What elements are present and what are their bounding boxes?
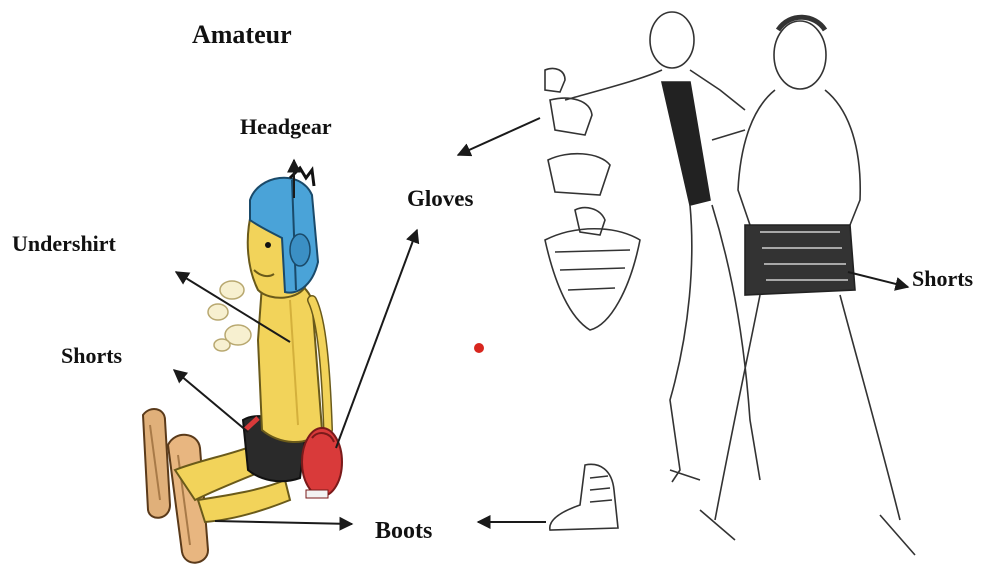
label-gloves: Gloves xyxy=(407,186,473,212)
breath-puffs xyxy=(208,281,251,351)
arrow-gloves-right xyxy=(458,118,540,155)
label-headgear: Headgear xyxy=(240,114,332,140)
diagram-title: Amateur xyxy=(192,20,292,50)
back-boxer-sketch xyxy=(565,12,760,482)
arrow-gloves-left xyxy=(336,230,417,448)
red-mark xyxy=(474,343,484,353)
glove-illustration xyxy=(302,428,342,498)
protector-sketch xyxy=(545,229,640,330)
label-shorts-right: Shorts xyxy=(912,266,973,292)
arrow-boots-left xyxy=(215,521,352,524)
boot-sketch xyxy=(550,464,618,530)
arrow-shorts-right xyxy=(848,272,908,287)
glove-sketches xyxy=(545,68,610,235)
label-undershirt: Undershirt xyxy=(12,231,116,257)
label-shorts-left: Shorts xyxy=(61,343,122,369)
arrow-shorts-left xyxy=(174,370,248,432)
cartoon-amateur-boxer xyxy=(143,168,342,563)
sketch-professional-boxers xyxy=(545,12,915,555)
label-boots: Boots xyxy=(375,518,432,545)
